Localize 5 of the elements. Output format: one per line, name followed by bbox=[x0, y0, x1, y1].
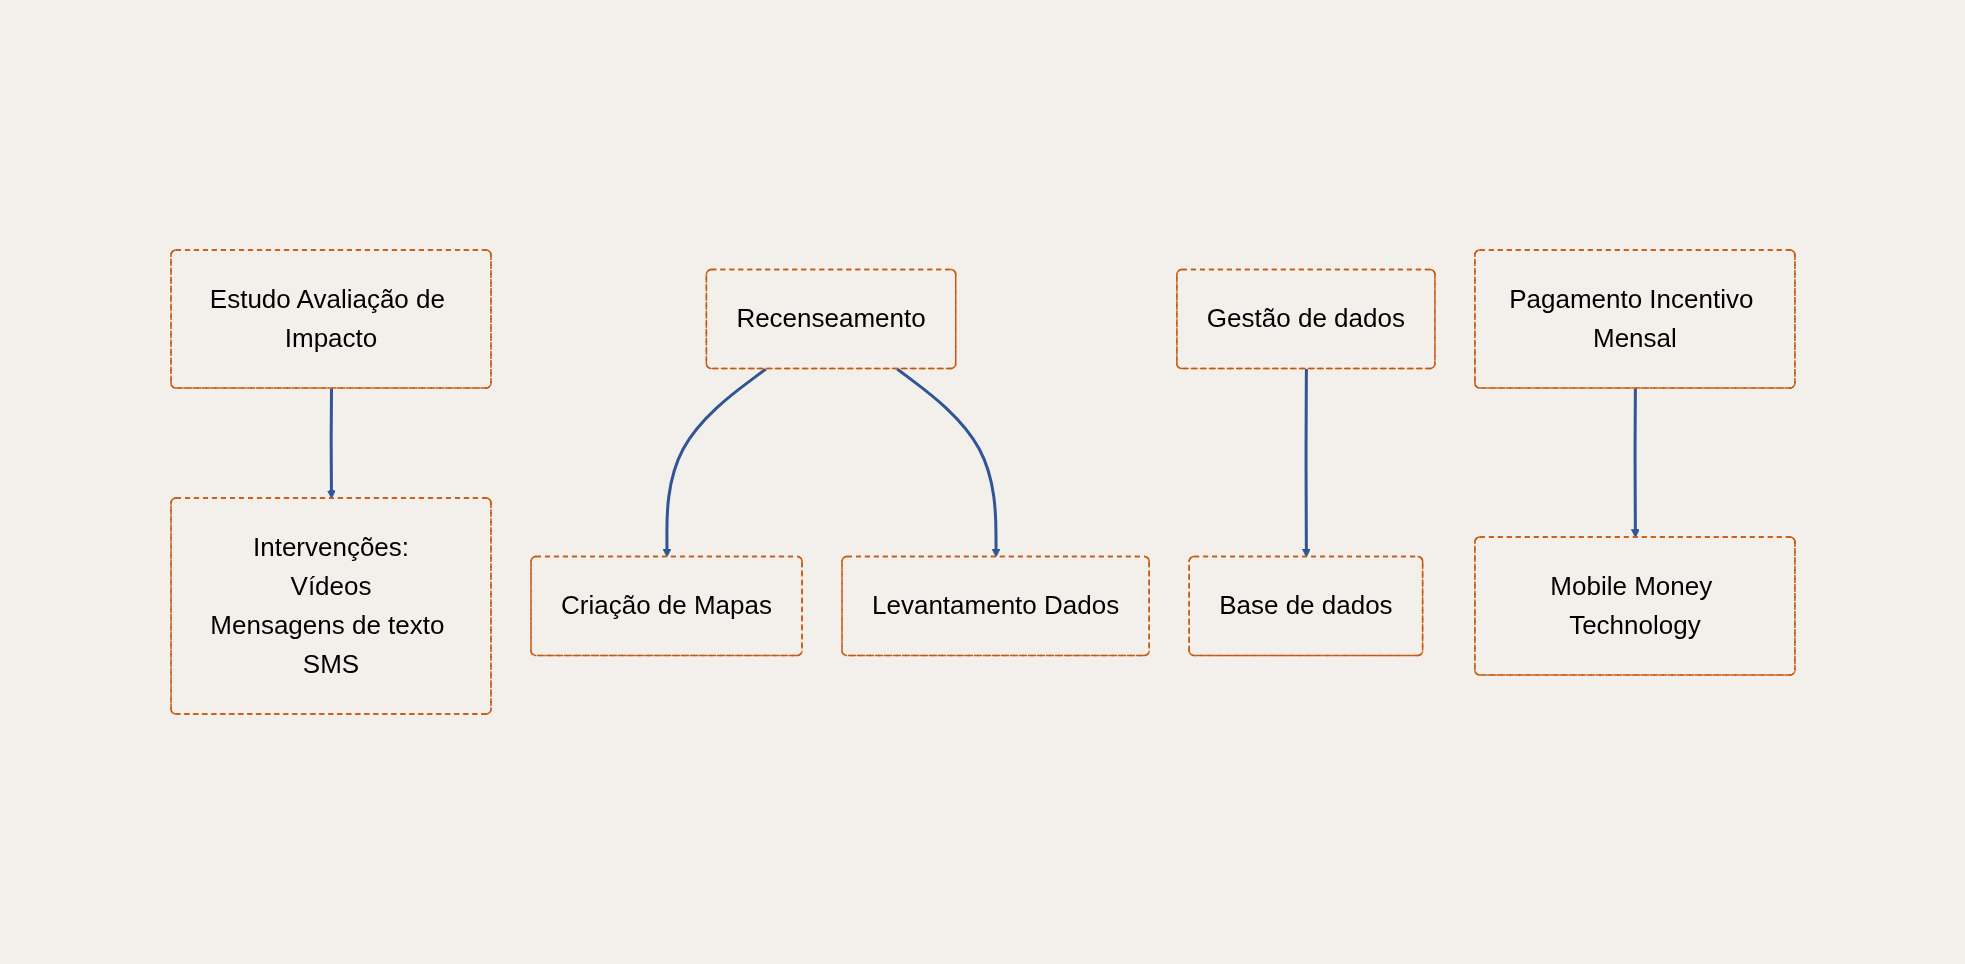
arrow bbox=[326, 388, 336, 499]
arrow bbox=[1630, 388, 1640, 538]
arrow bbox=[1301, 369, 1311, 558]
arrow bbox=[895, 367, 1000, 558]
arrow bbox=[662, 367, 767, 558]
